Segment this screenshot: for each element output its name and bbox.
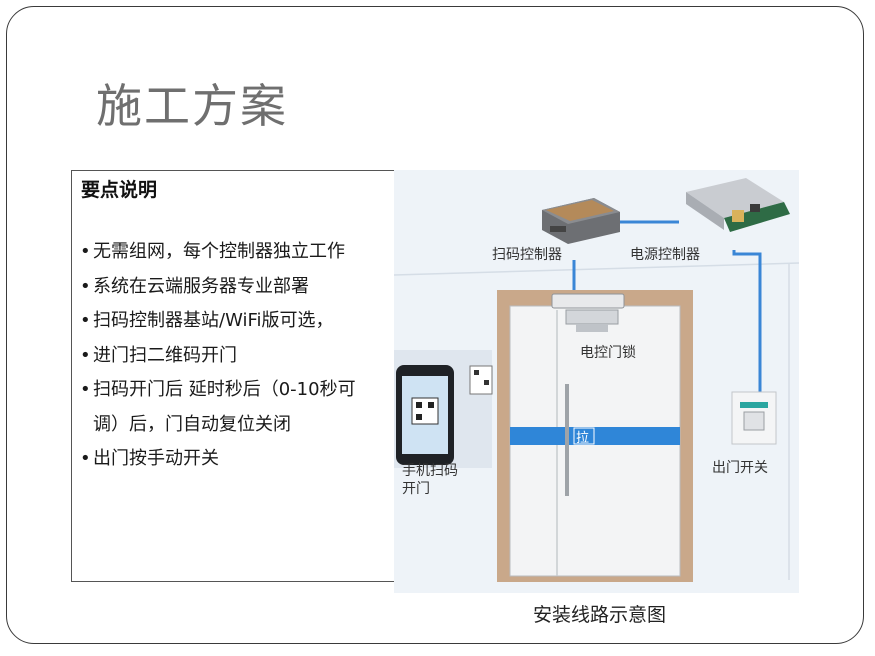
slide-title: 施工方案 — [96, 79, 288, 133]
keypoint-item: 扫码开门后 延时秒后（0-10秒可调）后，门自动复位关闭 — [80, 373, 380, 442]
magnetic-lock — [551, 293, 625, 309]
door-blue-stripe — [510, 427, 680, 445]
keypoints-heading: 要点说明 — [81, 179, 158, 201]
room-line — [393, 262, 800, 276]
label-power-controller: 电源控制器 — [630, 247, 700, 263]
installation-diagram: 扫码控制器 电源控制器 电控门锁 拉 手机扫码开门 出门开关 — [393, 170, 800, 593]
label-scan-controller: 扫码控制器 — [492, 247, 562, 263]
diagram-svg — [393, 178, 800, 582]
label-pull: 拉 — [576, 431, 590, 446]
keypoint-item: 系统在云端服务器专业部署 — [80, 270, 380, 305]
exit-switch-device — [731, 391, 777, 445]
keypoints-list: 无需组网，每个控制器独立工作 系统在云端服务器专业部署 扫码控制器基站/WiFi… — [80, 235, 380, 477]
phone-scan-image — [394, 350, 493, 468]
label-exit-switch: 出门开关 — [712, 460, 768, 476]
keypoint-item: 无需组网，每个控制器独立工作 — [80, 235, 380, 270]
label-electric-lock: 电控门锁 — [580, 345, 636, 361]
door — [497, 290, 693, 582]
keypoints-box: 要点说明 无需组网，每个控制器独立工作 系统在云端服务器专业部署 扫码控制器基站… — [71, 170, 395, 582]
keypoint-item: 进门扫二维码开门 — [80, 339, 380, 374]
wire — [732, 250, 762, 392]
scan-controller-device — [542, 198, 620, 244]
diagram-caption: 安装线路示意图 — [533, 604, 667, 626]
power-controller-device — [686, 178, 790, 232]
label-phone-scan: 手机扫码开门 — [402, 463, 458, 497]
keypoint-item: 出门按手动开关 — [80, 442, 380, 477]
keypoint-item: 扫码控制器基站/WiFi版可选， — [80, 304, 380, 339]
